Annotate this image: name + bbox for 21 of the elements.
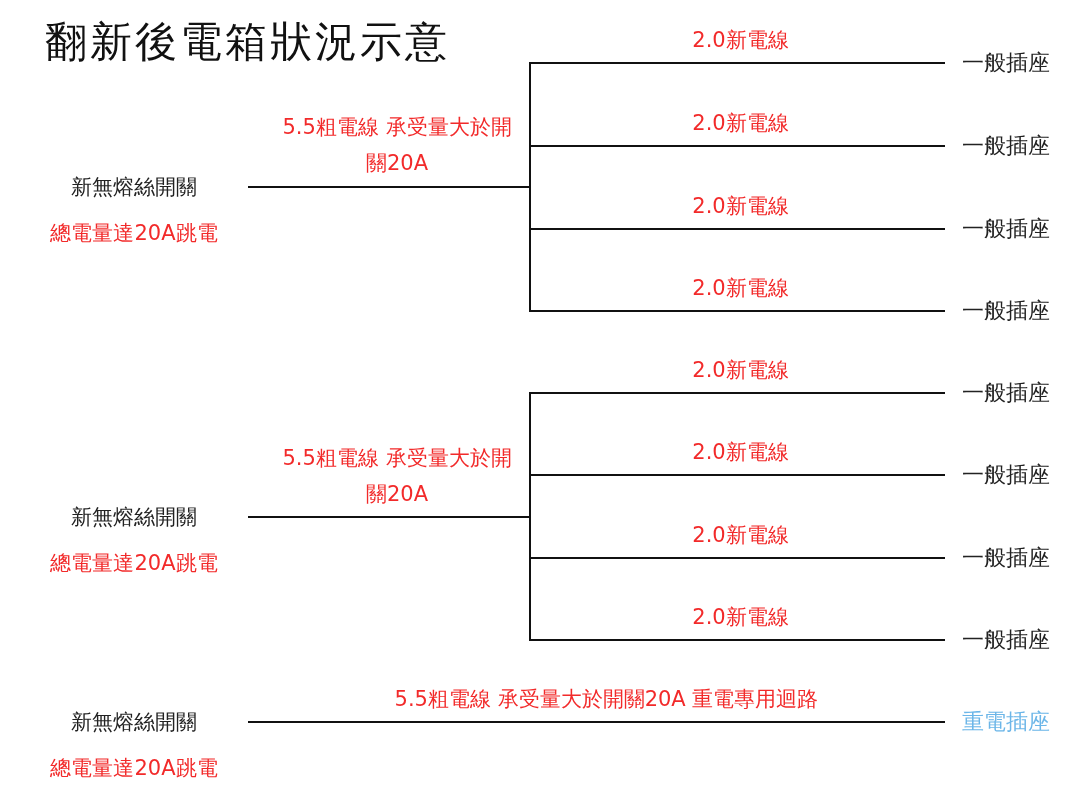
switch-label: 新無熔絲開關 bbox=[70, 709, 198, 736]
outlet-label: 一般插座 bbox=[962, 544, 1051, 572]
trip-note: 總電量達20A跳電 bbox=[49, 550, 219, 577]
wire-note: 5.5粗電線 承受量大於開關20A bbox=[281, 445, 513, 508]
wire-line bbox=[247, 186, 946, 312]
title: 翻新後電箱狀況示意 bbox=[45, 16, 450, 68]
trip-note: 總電量達20A跳電 bbox=[49, 220, 219, 247]
outlet-label: 一般插座 bbox=[962, 297, 1051, 325]
wire-line bbox=[247, 516, 946, 641]
trip-note: 總電量達20A跳電 bbox=[49, 755, 219, 782]
switch-label: 新無熔絲開關 bbox=[70, 174, 198, 201]
outlet-label: 一般插座 bbox=[962, 626, 1051, 654]
wire-line bbox=[247, 721, 946, 723]
outlet-label: 一般插座 bbox=[962, 461, 1051, 489]
outlet-label: 重電插座 bbox=[962, 708, 1051, 736]
outlet-label: 一般插座 bbox=[962, 132, 1051, 160]
outlet-label: 一般插座 bbox=[962, 49, 1051, 77]
outlet-label: 一般插座 bbox=[962, 215, 1051, 243]
switch-label: 新無熔絲開關 bbox=[70, 504, 198, 531]
wire-note: 5.5粗電線 承受量大於開關20A bbox=[281, 114, 513, 177]
outlet-label: 一般插座 bbox=[962, 379, 1051, 407]
